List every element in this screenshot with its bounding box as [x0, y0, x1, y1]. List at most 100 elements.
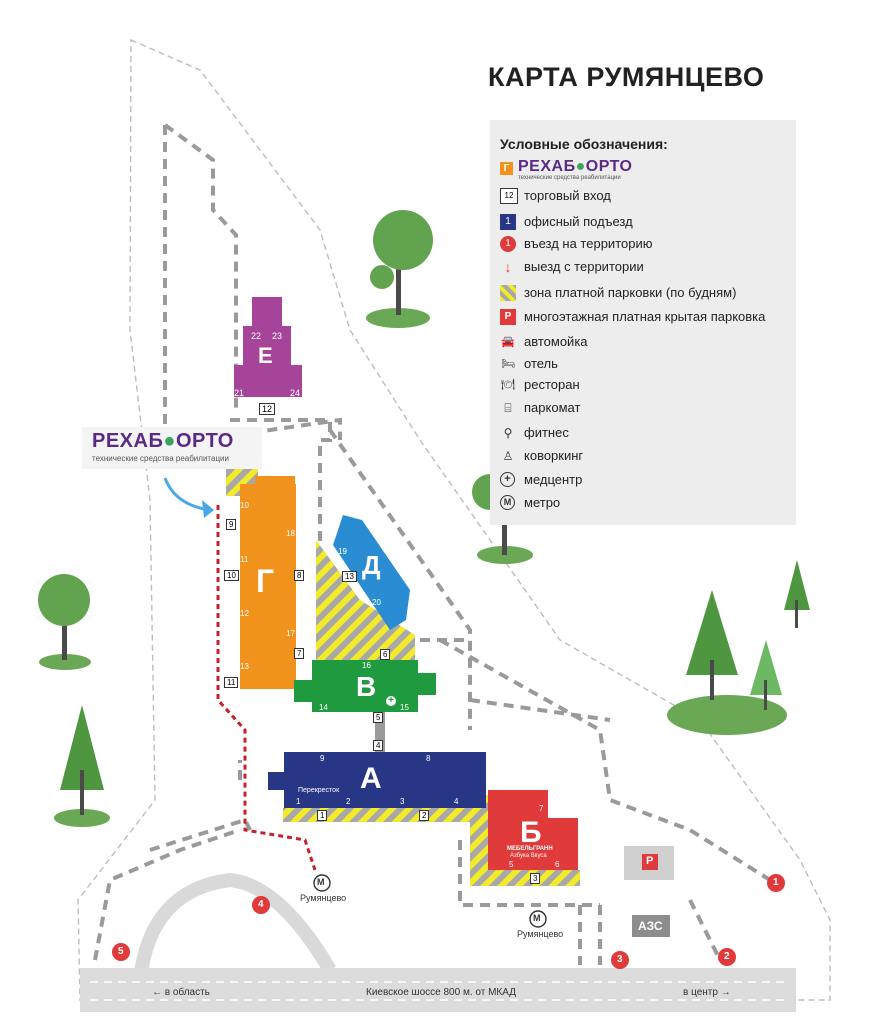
metro-m-1: M	[317, 877, 325, 887]
page-title: КАРТА РУМЯНЦЕВО	[488, 62, 765, 92]
callout-brand-tagline: технические средства реабилитации	[92, 454, 229, 463]
legend-label-restaurant: ресторан	[524, 377, 580, 392]
building-letter-g: Г	[256, 563, 275, 599]
callout-arrowhead	[202, 500, 214, 518]
entry-4-label: 4	[258, 899, 264, 910]
a-entrance-2: 2	[346, 797, 351, 806]
entry-1-label: 1	[773, 877, 779, 888]
restaurant-icon: 🍽	[501, 379, 515, 391]
g-trade-entrance-7: 7	[294, 648, 305, 659]
v-trade-entrance-5: 5	[373, 712, 384, 723]
v-entrance-14: 14	[319, 703, 328, 712]
parking-p-label: P	[646, 855, 654, 867]
d-entrance-19: 19	[338, 547, 347, 556]
b-tenant-1: МЕБЕЛЬГРАНН	[507, 846, 553, 852]
g-trade-entrance-11: 11	[224, 677, 239, 688]
legend-brand-badge: Г	[500, 162, 513, 175]
g-entrance-17: 17	[286, 629, 295, 638]
g-entrance-18: 18	[286, 529, 295, 538]
a-entrance-1: 1	[296, 797, 301, 806]
road-left-label: ← в область	[152, 987, 210, 998]
tree-left-1	[38, 574, 91, 670]
legend-label-paid-parking: зона платной парковки (по будням)	[524, 285, 737, 300]
b-entrance-7: 7	[539, 804, 544, 813]
fitness-icon: ⚲	[503, 426, 513, 440]
legend-label-parking-meter: паркомат	[524, 400, 581, 415]
road-right-label: в центр →	[683, 987, 731, 998]
territory-entry-icon: 1	[500, 236, 516, 252]
legend-brand-name: РЕХАБ●ОРТО	[518, 158, 632, 176]
callout-brand-right: ОРТО	[175, 430, 234, 452]
a-entrance-8: 8	[426, 754, 431, 763]
tree-right-2	[784, 560, 810, 628]
building-letter-e: Е	[258, 343, 273, 368]
road-curve	[133, 872, 337, 981]
building-letter-d: Д	[362, 550, 381, 580]
v-trade-entrance-6: 6	[380, 649, 391, 660]
g-trade-entrance-9: 9	[226, 519, 237, 530]
legend-panel: Условные обозначения: Г РЕХАБ●ОРТО техни…	[490, 120, 796, 525]
office-entrance-icon: 1	[500, 214, 516, 230]
gas-station-label: АЗС	[638, 919, 663, 933]
metro-markers	[313, 874, 547, 928]
trade-entrance-icon: 12	[500, 188, 518, 204]
pedestrian-routes	[216, 505, 317, 871]
building-e	[234, 297, 302, 397]
paid-parking-zone-icon	[500, 285, 516, 301]
building-letter-b: Б	[520, 816, 542, 849]
brand-name-right: ОРТО	[585, 158, 633, 175]
parking-meter-icon: ⌸	[504, 401, 512, 415]
legend-label-car-wash: автомойка	[524, 334, 588, 349]
legend-label-fitness: фитнес	[524, 425, 569, 440]
metro-icon: M	[500, 495, 515, 510]
e-entrance-23: 23	[272, 331, 283, 341]
callout-brand-name: РЕХАБ●ОРТО	[92, 430, 234, 453]
d-trade-entrance-13: 13	[342, 571, 357, 582]
v-trade-entrance-4: 4	[373, 740, 384, 751]
tree-right-top	[366, 210, 433, 328]
rehab-orto-callout: РЕХАБ●ОРТО технические средства реабилит…	[82, 427, 262, 469]
legend-label-multilevel-parking: многоэтажная платная крытая парковка	[524, 309, 766, 324]
building-g	[240, 476, 296, 689]
multilevel-parking-badge	[642, 854, 658, 870]
legend-label-metro: метро	[524, 495, 561, 510]
building-b	[488, 790, 578, 870]
brand-dot-icon: ●	[575, 158, 586, 175]
e-entrance-21: 21	[234, 388, 245, 398]
metro-label-1: Румянцево	[300, 893, 347, 903]
a-entrance-4: 4	[454, 797, 459, 806]
g-trade-entrance-10: 10	[224, 570, 239, 581]
paid-parking-zones	[226, 466, 580, 886]
medical-center-icon: +	[500, 472, 515, 487]
g-trade-entrance-8: 8	[294, 570, 305, 581]
entry-2-label: 2	[724, 951, 730, 962]
b-trade-entrance-3: 3	[530, 873, 541, 884]
building-letter-v: В	[356, 671, 377, 702]
car-wash-icon: 🚘	[501, 336, 515, 348]
b-entrance-5: 5	[509, 860, 514, 869]
legend-label-office-entrance: офисный подъезд	[524, 214, 633, 229]
hotel-icon: 🛏	[501, 358, 515, 370]
building-a	[268, 752, 486, 808]
a-tenant-label: Перекресток	[298, 787, 340, 794]
e-trade-entrance-12: 12	[259, 403, 276, 415]
callout-brand-dot-icon: ●	[163, 430, 176, 452]
b-tenant-2: Азбука Вкуса	[510, 853, 547, 859]
callout-brand-left: РЕХАБ	[92, 430, 164, 452]
legend-label-territory-entry: въезд на территорию	[524, 236, 653, 251]
a-trade-entrance-2: 2	[419, 810, 430, 821]
v-entrance-16: 16	[362, 661, 371, 670]
a-entrance-3: 3	[400, 797, 405, 806]
legend-brand-tagline: технические средства реабилитации	[518, 175, 621, 181]
metro-m-2: M	[533, 913, 541, 923]
metro-label-2: Румянцево	[517, 929, 564, 939]
exit-arrow-icon: ↓	[504, 259, 512, 275]
g-entrance-12: 12	[240, 609, 249, 618]
e-entrance-22: 22	[251, 331, 262, 341]
coworking-icon: ♙	[502, 449, 514, 463]
d-entrance-20: 20	[372, 598, 381, 607]
gas-station	[632, 915, 670, 937]
territory-boundary	[77, 38, 831, 1001]
